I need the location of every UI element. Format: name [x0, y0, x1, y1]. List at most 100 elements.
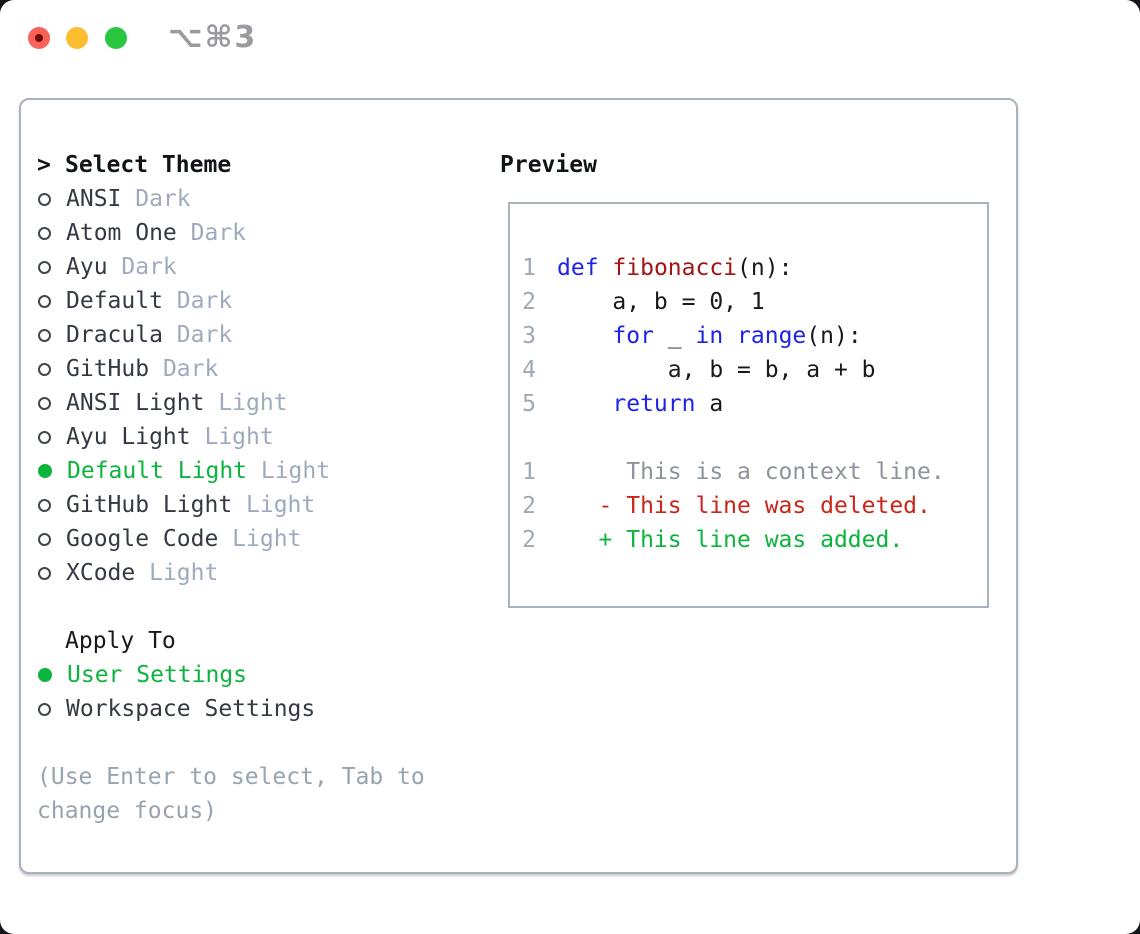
- theme-variant-badge: Light: [135, 560, 219, 586]
- theme-option[interactable]: Default Dark: [37, 284, 232, 318]
- theme-option[interactable]: Atom One Dark: [37, 216, 246, 250]
- code-text: This is a context line.: [557, 459, 945, 485]
- theme-option[interactable]: Ayu Light Light: [37, 420, 274, 454]
- theme-option[interactable]: Ayu Dark: [37, 250, 177, 284]
- apply-to-title: Apply To: [65, 628, 176, 654]
- code-token: a: [695, 391, 724, 417]
- radio-unselected-icon: [38, 498, 51, 512]
- theme-option[interactable]: XCode Light: [37, 556, 218, 590]
- code-token: a, b = b, a + b: [557, 357, 876, 383]
- theme-name: ANSI: [66, 186, 122, 212]
- line-number: 2: [522, 527, 536, 553]
- preview-box: [508, 202, 989, 608]
- code-token: [723, 323, 737, 349]
- apply-to-option[interactable]: User Settings: [37, 658, 247, 692]
- code-line: 1 def fibonacci(n):: [522, 251, 945, 285]
- code-token: [557, 391, 612, 417]
- code-token: a, b = 0, 1: [557, 289, 765, 315]
- line-number: 5: [522, 391, 536, 417]
- window-title: ⌥⌘3: [168, 20, 258, 55]
- theme-variant-badge: Dark: [121, 186, 191, 212]
- titlebar: ⌥⌘3: [0, 0, 1140, 76]
- theme-variant-badge: Light: [204, 390, 288, 416]
- code-line: 2 + This line was added.: [522, 523, 945, 557]
- radio-unselected-icon: [38, 362, 51, 376]
- code-token: for: [612, 323, 654, 349]
- theme-option[interactable]: GitHub Light Light: [37, 488, 315, 522]
- radio-unselected-icon: [38, 260, 51, 274]
- theme-variant-badge: Light: [247, 458, 331, 484]
- theme-section-title: Select Theme: [65, 152, 232, 178]
- radio-unselected-icon: [38, 192, 51, 206]
- theme-option[interactable]: Default Light Light: [37, 454, 330, 488]
- preview-title: Preview: [500, 152, 597, 178]
- theme-option[interactable]: Google Code Light: [37, 522, 301, 556]
- code-token: def: [557, 255, 599, 281]
- theme-name: GitHub: [66, 356, 150, 382]
- theme-name: Dracula: [66, 322, 163, 348]
- code-line: 1 This is a context line.: [522, 455, 945, 489]
- radio-unselected-icon: [38, 532, 51, 546]
- code-token: range: [737, 323, 807, 349]
- code-text: return a: [557, 391, 723, 417]
- radio-selected-icon: [38, 464, 52, 478]
- line-number: 2: [522, 289, 536, 315]
- theme-name: Ayu: [66, 254, 108, 280]
- radio-selected-icon: [38, 668, 52, 682]
- code-line: 4 a, b = b, a + b: [522, 353, 945, 387]
- line-number: 4: [522, 357, 536, 383]
- theme-name: Default: [66, 288, 163, 314]
- code-line: 2 a, b = 0, 1: [522, 285, 945, 319]
- theme-variant-badge: Dark: [162, 322, 233, 348]
- code-text: - This line was deleted.: [557, 493, 931, 519]
- code-token: - This line was deleted.: [557, 493, 931, 519]
- theme-option[interactable]: ANSI Dark: [37, 182, 191, 216]
- apply-to-label: Workspace Settings: [66, 696, 316, 722]
- apply-to-header-row: Apply To: [37, 624, 176, 658]
- code-token: [557, 323, 612, 349]
- code-token: + This line was added.: [557, 527, 904, 553]
- theme-option[interactable]: GitHub Dark: [37, 352, 218, 386]
- apply-to-option[interactable]: Workspace Settings: [37, 692, 315, 726]
- theme-variant-badge: Light: [232, 492, 316, 518]
- code-token: in: [695, 323, 724, 349]
- theme-variant-badge: Light: [190, 424, 274, 450]
- theme-name: Ayu Light: [66, 424, 191, 450]
- focus-marker-placeholder: [37, 624, 65, 658]
- radio-unselected-icon: [38, 396, 51, 410]
- radio-unselected-icon: [38, 566, 51, 580]
- traffic-light-close-icon[interactable]: [28, 27, 50, 49]
- theme-option[interactable]: Dracula Dark: [37, 318, 232, 352]
- traffic-light-minimize-icon[interactable]: [66, 27, 88, 49]
- code-line: 2 - This line was deleted.: [522, 489, 945, 523]
- focus-marker: >: [37, 152, 51, 178]
- code-token: (n):: [737, 255, 793, 281]
- code-token: return: [612, 391, 696, 417]
- code-token: fibonacci: [612, 255, 738, 281]
- code-text: + This line was added.: [557, 527, 904, 553]
- theme-variant-badge: Dark: [149, 356, 219, 382]
- code-token: This is a context line.: [557, 459, 945, 485]
- radio-unselected-icon: [38, 430, 51, 444]
- code-text: a, b = b, a + b: [557, 357, 876, 383]
- theme-name: GitHub Light: [66, 492, 233, 518]
- theme-variant-badge: Light: [218, 526, 302, 552]
- code-token: [599, 255, 613, 281]
- radio-unselected-icon: [38, 294, 51, 308]
- code-token: _: [653, 323, 696, 349]
- theme-name: Default Light: [67, 458, 248, 484]
- traffic-light-zoom-icon[interactable]: [105, 27, 127, 49]
- line-number: 1: [522, 255, 536, 281]
- code-text: def fibonacci(n):: [557, 255, 792, 281]
- theme-name: Google Code: [66, 526, 219, 552]
- code-line: [522, 421, 945, 455]
- radio-unselected-icon: [38, 702, 51, 716]
- line-number: 1: [522, 459, 536, 485]
- theme-name: Atom One: [66, 220, 177, 246]
- theme-variant-badge: Dark: [176, 220, 247, 246]
- theme-name: XCode: [66, 560, 136, 586]
- theme-option[interactable]: ANSI Light Light: [37, 386, 288, 420]
- help-text-line: change focus): [37, 798, 218, 824]
